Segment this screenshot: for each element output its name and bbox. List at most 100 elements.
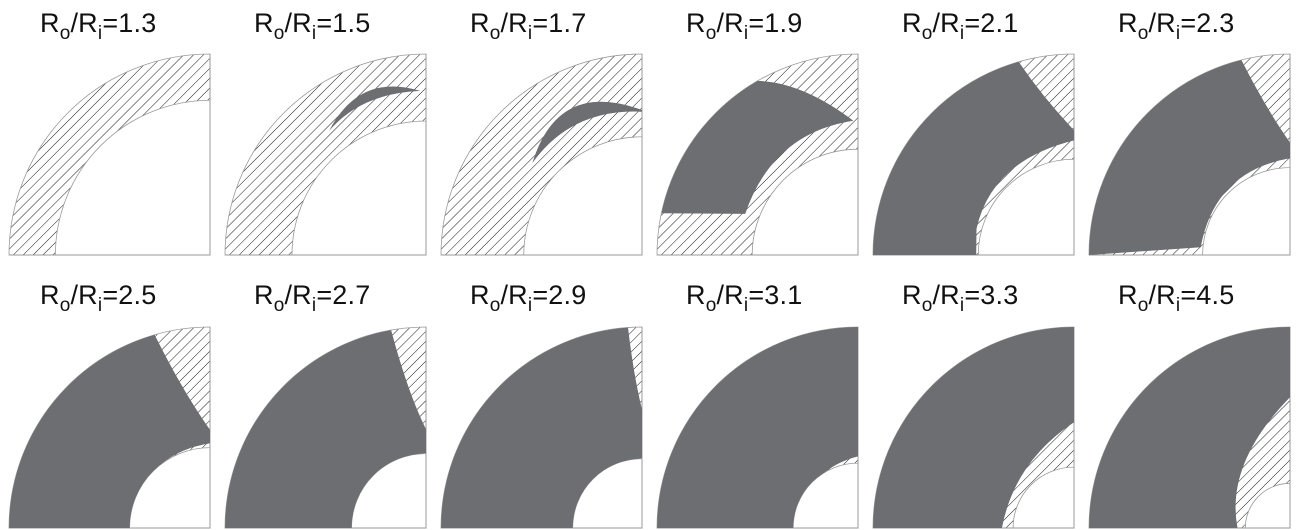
quarter-ring-plot — [440, 326, 643, 529]
panel-ratio-1-7: Ro/Ri=1.7 — [440, 0, 647, 527]
panel-ratio-1-5: Ro/Ri=1.5 — [224, 0, 431, 527]
label-s2: i — [1175, 23, 1181, 44]
dark-region-1 — [661, 80, 854, 214]
hatched-ring — [224, 53, 427, 256]
dark-region-1 — [532, 101, 642, 163]
panel-label: Ro/Ri=2.9 — [470, 280, 586, 316]
label-main: R — [1118, 280, 1138, 310]
label-s1: o — [1137, 295, 1149, 316]
label-s1: o — [921, 295, 933, 316]
label-slash: /R — [70, 8, 98, 38]
label-main: R — [470, 8, 490, 38]
dark-regions — [329, 86, 421, 131]
dark-regions — [873, 327, 1074, 528]
label-eq: = — [964, 280, 981, 310]
dark-region-0 — [1089, 327, 1290, 528]
quarter-ring-plot — [440, 53, 643, 256]
label-slash: /R — [284, 8, 312, 38]
label-s1: o — [273, 295, 285, 316]
label-main: R — [686, 280, 706, 310]
label-s2: i — [527, 295, 533, 316]
dark-regions — [1089, 327, 1290, 528]
label-slash: /R — [500, 8, 528, 38]
panel-ratio-2-3: Ro/Ri=2.3 — [1088, 0, 1295, 527]
label-value: 1.9 — [764, 8, 803, 38]
label-eq: = — [1180, 8, 1197, 38]
dark-region-1 — [9, 334, 210, 528]
label-slash: /R — [284, 280, 312, 310]
label-slash: /R — [500, 280, 528, 310]
quarter-ring-plot — [8, 53, 211, 256]
label-value: 3.3 — [980, 280, 1019, 310]
dark-regions — [657, 327, 858, 528]
label-slash: /R — [716, 8, 744, 38]
label-main: R — [902, 8, 922, 38]
panel-ratio-4-5: Ro/Ri=4.5 — [1088, 0, 1295, 529]
panel-label: Ro/Ri=4.5 — [1118, 280, 1235, 316]
label-value: 1.5 — [332, 8, 371, 38]
label-s2: i — [959, 23, 965, 44]
label-s2: i — [1175, 295, 1181, 316]
dark-regions — [532, 101, 642, 163]
quarter-ring-plot — [1088, 326, 1291, 529]
dark-regions — [225, 330, 426, 528]
label-s1: o — [705, 23, 717, 44]
label-main: R — [470, 280, 490, 310]
label-eq: = — [532, 8, 549, 38]
dark-regions — [441, 327, 642, 528]
label-main: R — [1118, 8, 1138, 38]
panel-label: Ro/Ri=1.9 — [686, 8, 803, 44]
label-main: R — [254, 8, 274, 38]
label-value: 1.3 — [118, 8, 157, 38]
label-s1: o — [489, 23, 501, 44]
label-main: R — [902, 280, 922, 310]
quarter-ring-plot — [872, 326, 1075, 529]
panel-label: Ro/Ri=2.1 — [902, 8, 1018, 44]
panel-ratio-2-9: Ro/Ri=2.9 — [440, 0, 647, 529]
label-eq: = — [1180, 280, 1197, 310]
panel-ratio-3-1: Ro/Ri=3.1 — [656, 0, 863, 529]
panel-ratio-1-9: Ro/Ri=1.9 — [656, 0, 863, 527]
label-slash: /R — [1148, 280, 1176, 310]
panel-label: Ro/Ri=2.3 — [1118, 8, 1234, 44]
axis-frame — [9, 54, 211, 256]
dark-region-0 — [873, 327, 1074, 528]
panel-label: Ro/Ri=2.5 — [40, 280, 156, 316]
label-value: 3.1 — [764, 280, 803, 310]
dark-region-1 — [225, 330, 426, 528]
label-main: R — [254, 280, 274, 310]
quarter-ring-plot — [8, 326, 211, 529]
label-main: R — [40, 8, 60, 38]
label-value: 2.7 — [332, 280, 371, 310]
panel-ratio-2-1: Ro/Ri=2.1 — [872, 0, 1079, 527]
quarter-ring-plot — [224, 53, 427, 256]
label-s1: o — [59, 295, 71, 316]
panel-ratio-2-5: Ro/Ri=2.5 — [8, 0, 215, 529]
label-eq: = — [748, 8, 765, 38]
label-value: 4.5 — [1196, 280, 1235, 310]
label-s1: o — [273, 23, 285, 44]
panel-label: Ro/Ri=1.7 — [470, 8, 586, 44]
dark-region-1 — [873, 61, 1074, 255]
panel-ratio-2-7: Ro/Ri=2.7 — [224, 0, 431, 529]
label-eq: = — [532, 280, 549, 310]
label-eq: = — [102, 8, 119, 38]
label-eq: = — [964, 8, 981, 38]
dark-region-1 — [1089, 60, 1290, 255]
quarter-ring-plot — [872, 53, 1075, 256]
panel-label: Ro/Ri=3.3 — [902, 280, 1019, 316]
dark-region-0 — [657, 327, 858, 528]
label-slash: /R — [932, 8, 960, 38]
panel-label: Ro/Ri=1.5 — [254, 8, 371, 44]
label-s2: i — [959, 295, 965, 316]
label-eq: = — [316, 280, 333, 310]
dark-region-1 — [329, 86, 421, 131]
quarter-ring-plot — [656, 326, 859, 529]
label-s1: o — [59, 23, 71, 44]
label-eq: = — [102, 280, 119, 310]
label-slash: /R — [716, 280, 744, 310]
label-s1: o — [489, 295, 501, 316]
label-s2: i — [743, 295, 749, 316]
label-s1: o — [1137, 23, 1149, 44]
